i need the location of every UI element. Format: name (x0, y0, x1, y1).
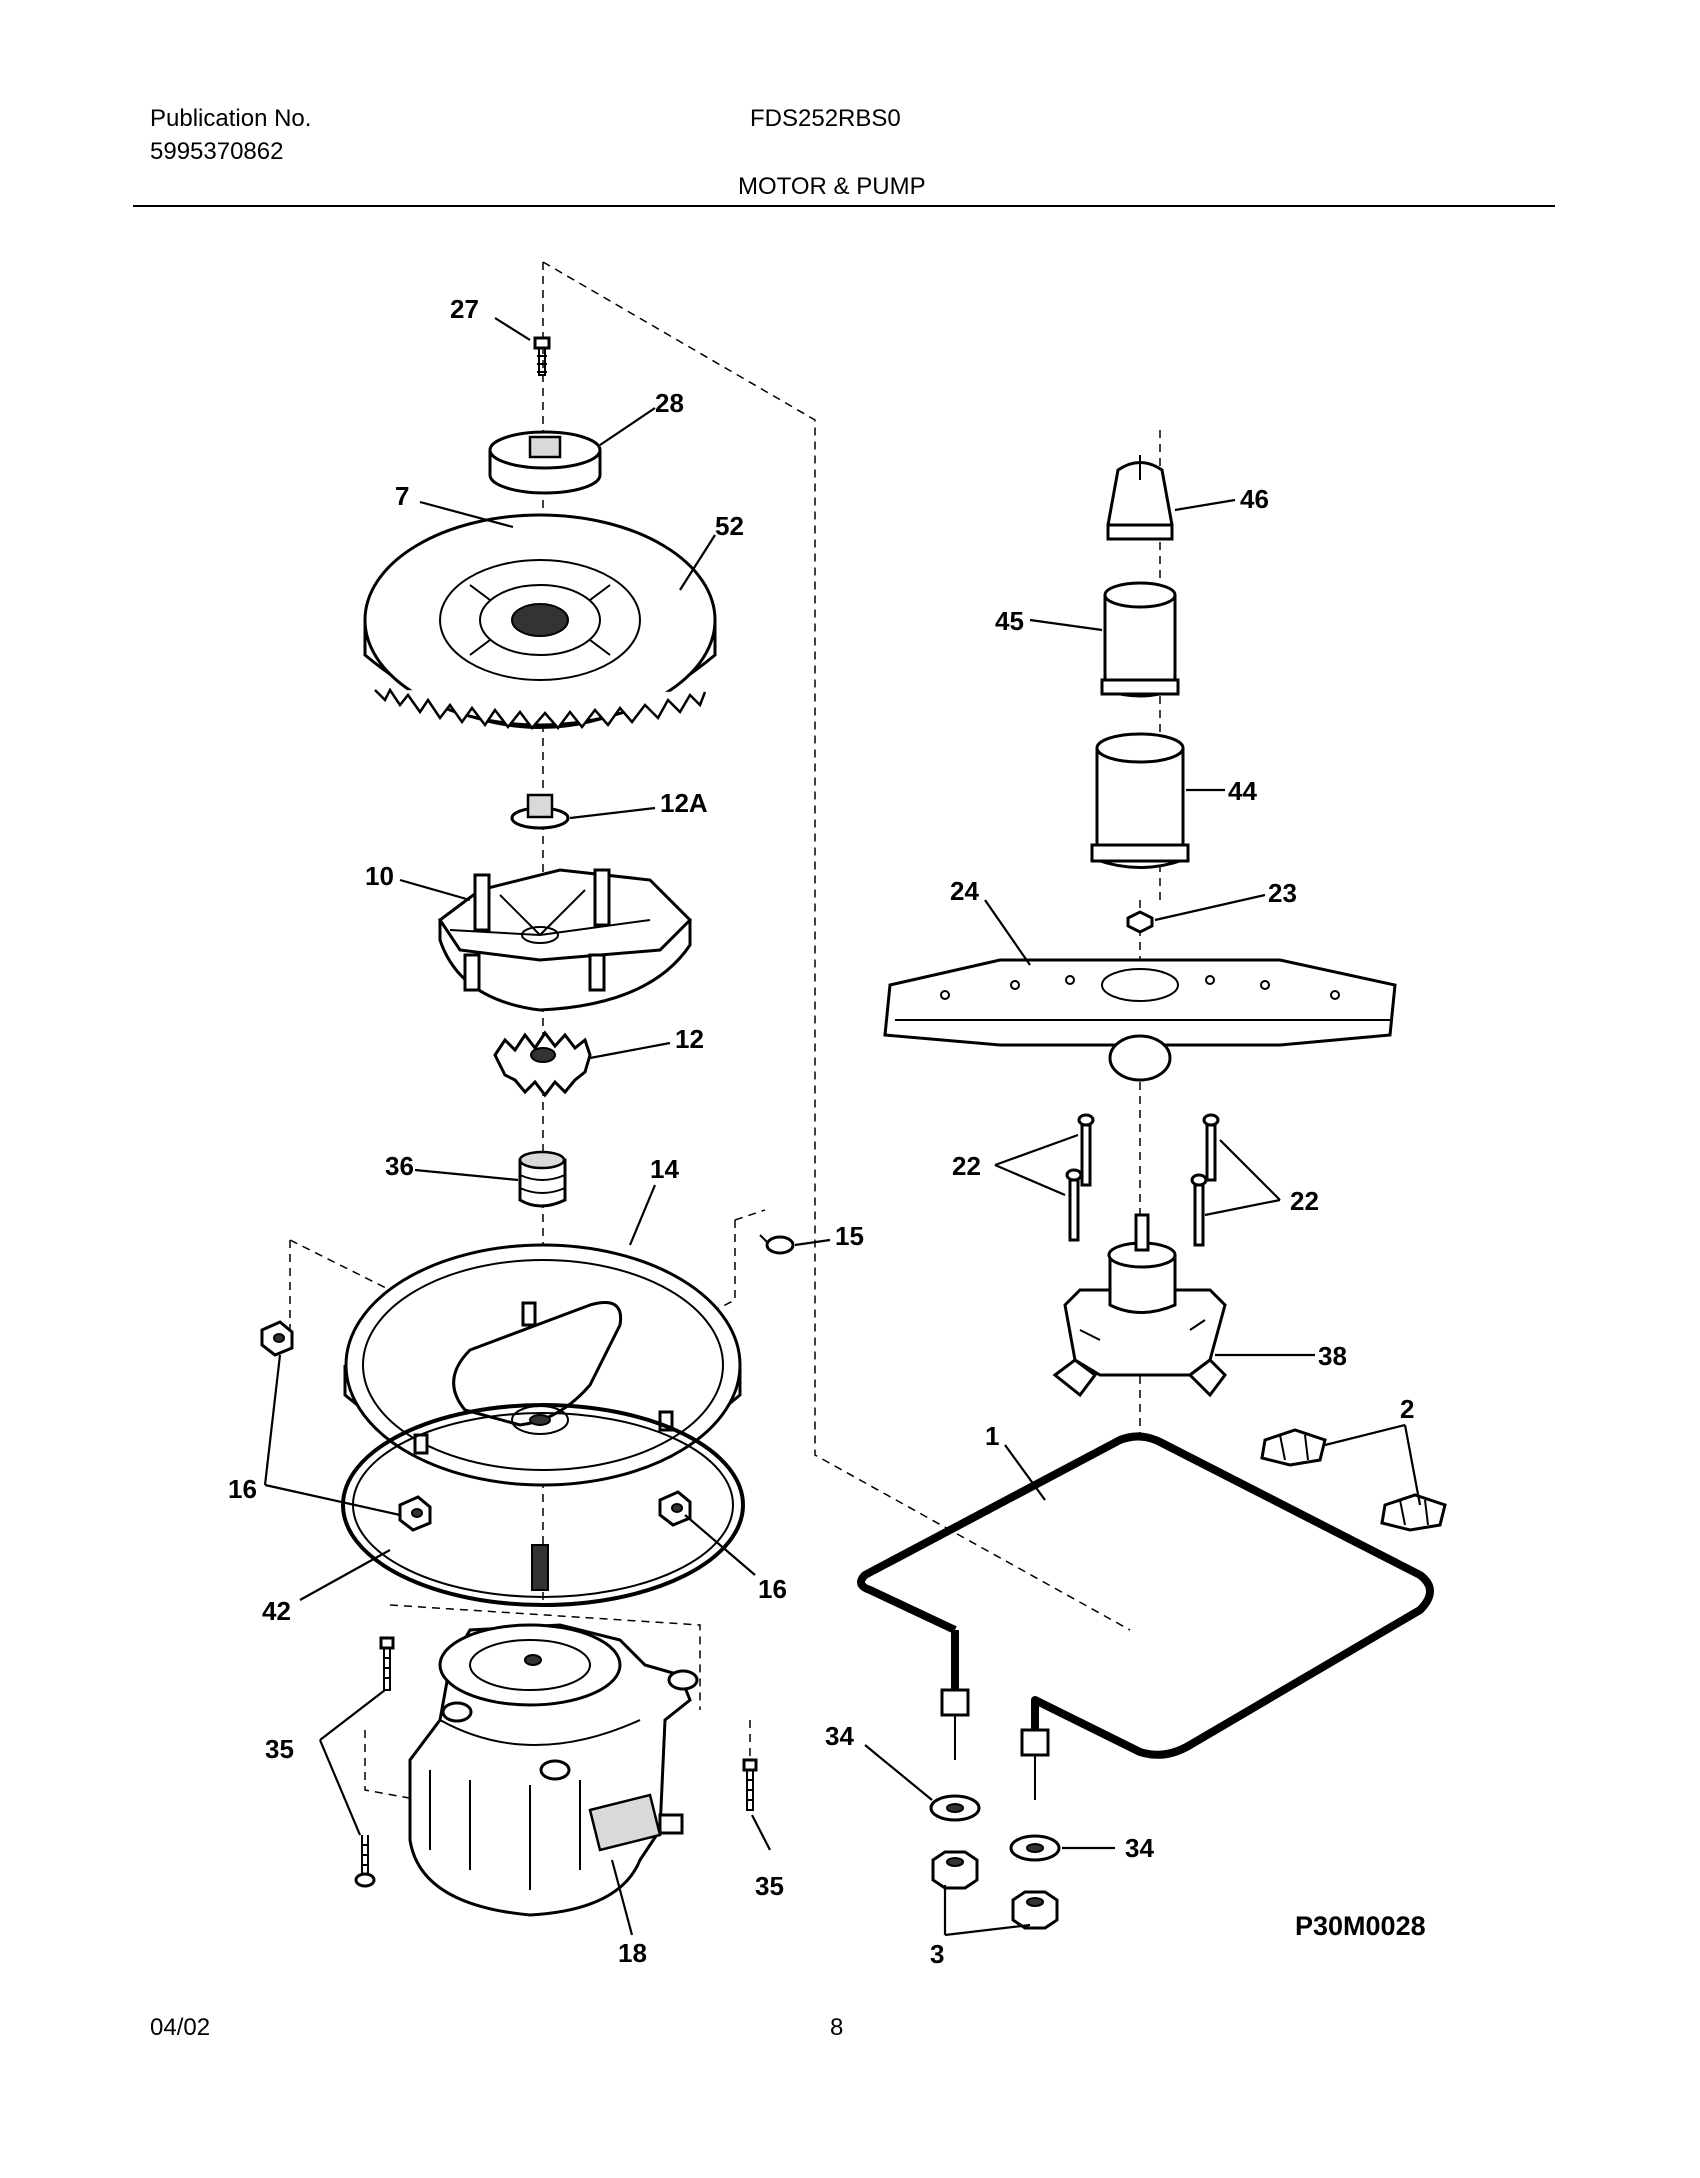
callout-34-right: 34 (1125, 1833, 1154, 1863)
part-46-nozzle (1106, 455, 1174, 541)
page-number: 8 (830, 2014, 844, 2041)
part-34-washer-left (929, 1794, 981, 1822)
part-45-tube (1100, 581, 1180, 698)
callout-23: 23 (1268, 878, 1297, 908)
part-38-pump-housing (1052, 1213, 1227, 1398)
part-35-screw-lower (354, 1835, 376, 1888)
callout-38: 38 (1318, 1341, 1347, 1371)
part-2-bracket-lower (1380, 1493, 1447, 1532)
callout-42: 42 (262, 1596, 291, 1626)
callout-2: 2 (1400, 1394, 1414, 1424)
part-24-spray-arm (883, 958, 1397, 1082)
callout-36: 36 (385, 1151, 414, 1181)
header-divider (133, 205, 1555, 207)
callout-12: 12 (675, 1024, 704, 1054)
diagram-code: P30M0028 (1295, 1911, 1426, 1941)
callout-18: 18 (618, 1938, 647, 1968)
callout-14: 14 (650, 1154, 679, 1184)
heater-terminal-left (940, 1688, 970, 1760)
callout-24: 24 (950, 876, 979, 906)
part-3-nut-right (1011, 1890, 1059, 1930)
part-3-nut-left (931, 1850, 979, 1890)
callout-7: 7 (395, 481, 409, 511)
callout-45: 45 (995, 606, 1024, 636)
part-16-nut-left (260, 1320, 294, 1357)
part-22-bolts (1065, 1113, 1220, 1247)
part-16-nut-middle (398, 1495, 432, 1532)
callout-27: 27 (450, 294, 479, 324)
publication-number: 5995370862 (150, 138, 284, 165)
callout-15: 15 (835, 1221, 864, 1251)
part-34-washer-right (1009, 1834, 1061, 1862)
part-2-bracket-upper (1260, 1428, 1327, 1467)
part-23-nut (1126, 910, 1154, 934)
part-12-chopper (493, 1030, 592, 1098)
callout-28: 28 (655, 388, 684, 418)
model-number: FDS252RBS0 (750, 105, 901, 132)
callout-10: 10 (365, 861, 394, 891)
section-title: MOTOR & PUMP (738, 173, 926, 200)
part-44-tube (1090, 732, 1190, 869)
callout-16-left: 16 (228, 1474, 257, 1504)
callout-leader-lines (263, 317, 1422, 1937)
callout-12a: 12A (660, 788, 708, 818)
callout-46: 46 (1240, 484, 1269, 514)
part-15-clip (759, 1234, 795, 1255)
callout-22-left: 22 (952, 1151, 981, 1181)
callout-35-right: 35 (755, 1871, 784, 1901)
part-1-heater (857, 1432, 1434, 1759)
callout-52: 52 (715, 511, 744, 541)
callout-35-left: 35 (265, 1734, 294, 1764)
callout-34-left: 34 (825, 1721, 854, 1751)
part-36-seal (518, 1150, 567, 1208)
motor-shaft (531, 1544, 549, 1591)
part-12a-coupling (510, 793, 570, 830)
part-52-gear (363, 513, 717, 730)
callout-1: 1 (985, 1421, 999, 1451)
part-16-nut-right (658, 1490, 692, 1527)
part-14-sump (343, 1243, 742, 1487)
publication-label: Publication No. (150, 105, 312, 132)
callout-3: 3 (930, 1939, 944, 1969)
callout-44: 44 (1228, 776, 1257, 806)
part-27-screw (533, 336, 551, 376)
callout-16-right: 16 (758, 1574, 787, 1604)
part-35-screw-upper (379, 1636, 395, 1691)
heater-terminal-right (1020, 1728, 1050, 1800)
part-10-housing (437, 868, 693, 1012)
footer-date: 04/02 (150, 2014, 211, 2041)
part-28-hub (488, 430, 602, 495)
callout-22-right: 22 (1290, 1186, 1319, 1216)
part-35-screw-right (742, 1758, 758, 1811)
part-18-motor (408, 1623, 699, 1917)
